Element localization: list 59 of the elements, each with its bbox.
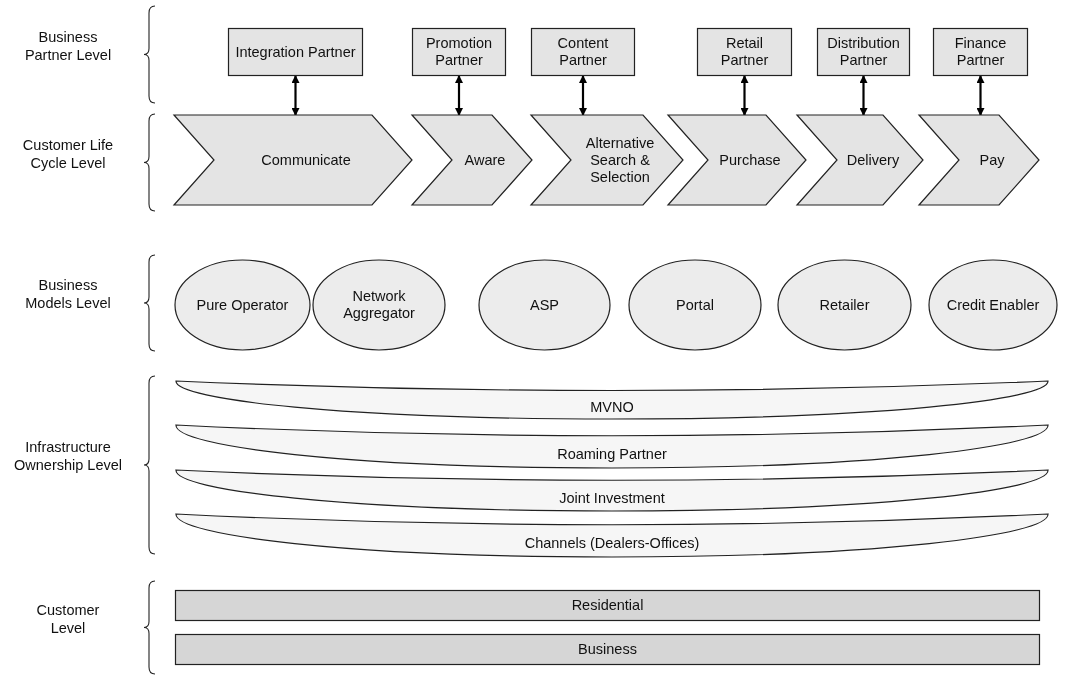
node-label: Channels (Dealers-Offices)	[524, 534, 700, 552]
double-arrow	[455, 75, 463, 116]
node-label: Roaming Partner	[557, 445, 667, 463]
chevron-step-shape	[668, 115, 806, 205]
node-label: Delivery	[846, 151, 900, 169]
partner-box	[817, 28, 910, 76]
double-arrow	[291, 75, 300, 116]
double-arrow	[579, 75, 587, 116]
node-label: Integration Partner	[235, 43, 356, 61]
business-model-ellipse	[777, 259, 912, 351]
node-label: Pure Operator	[196, 296, 289, 314]
chevron-step-shape	[797, 115, 923, 205]
business-model-ellipse	[928, 259, 1058, 351]
double-arrow	[976, 75, 985, 116]
node-label: Promotion Partner	[424, 35, 494, 69]
level-label: Customer Level	[35, 600, 101, 637]
node-label: Retailer	[819, 296, 870, 314]
partner-box	[531, 28, 635, 76]
business-model-ellipse	[628, 259, 762, 351]
node-label: Purchase	[719, 151, 781, 169]
chevron-step-shape	[919, 115, 1039, 205]
node-label: Network Aggregator	[342, 288, 416, 322]
node-label: Finance Partner	[953, 35, 1008, 69]
partner-box	[933, 28, 1028, 76]
level-label: Business Models Level	[24, 276, 112, 312]
chevron-step-shape	[412, 115, 532, 205]
double-arrow	[740, 75, 749, 116]
level-label: Infrastructure Ownership Level	[13, 438, 123, 474]
node-label: Portal	[676, 296, 714, 314]
business-model-ellipse	[478, 259, 611, 351]
node-label: ASP	[530, 296, 559, 314]
node-label: MVNO	[590, 398, 634, 416]
node-label: Aware	[464, 151, 506, 169]
infrastructure-band	[174, 513, 1050, 558]
business-model-ellipse	[312, 259, 446, 351]
level-label: Business Partner Level	[23, 27, 113, 64]
infrastructure-band	[174, 424, 1050, 469]
node-label: Content Partner	[556, 35, 610, 69]
node-label: Retail Partner	[719, 35, 770, 69]
customer-bar	[175, 590, 1040, 621]
node-label: Credit Enabler	[946, 296, 1040, 314]
chevron-step-shape	[174, 115, 412, 205]
business-model-ellipse	[174, 259, 311, 351]
node-label: Pay	[979, 151, 1005, 169]
infrastructure-band	[174, 469, 1050, 512]
infrastructure-band	[174, 380, 1050, 420]
level-label: Customer Life Cycle Level	[22, 135, 114, 172]
partner-box	[228, 28, 363, 76]
customer-bar	[175, 634, 1040, 665]
node-label: Distribution Partner	[826, 35, 901, 69]
node-label: Joint Investment	[559, 489, 665, 507]
double-arrow	[859, 75, 868, 116]
node-label: Residential	[571, 597, 644, 614]
chevron-step-shape	[531, 115, 683, 205]
partner-box	[697, 28, 792, 76]
node-label: Business	[578, 641, 637, 658]
partner-box	[412, 28, 506, 76]
node-label: Alternative Search & Selection	[584, 134, 656, 186]
node-label: Communicate	[261, 151, 351, 169]
